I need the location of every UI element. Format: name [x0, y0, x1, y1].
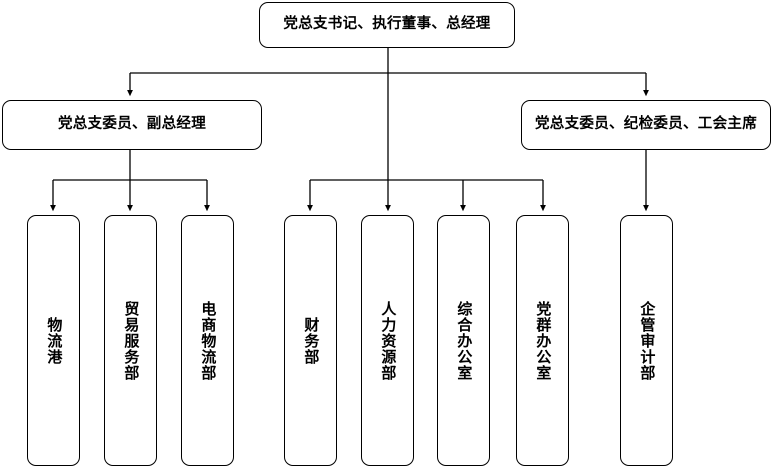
- node-vice-gm[interactable]: 党总支委员、副总经理: [2, 100, 262, 150]
- node-dept-general-office[interactable]: 综合办公室: [437, 215, 490, 466]
- node-top-leader[interactable]: 党总支书记、执行董事、总经理: [259, 2, 515, 48]
- node-dept-enterprise-audit[interactable]: 企管审计部: [620, 215, 673, 466]
- node-label: 党总支书记、执行董事、总经理: [283, 16, 491, 33]
- node-label: 物流港: [45, 316, 64, 365]
- node-label: 党总支委员、纪检委员、工会主席: [535, 116, 757, 133]
- node-label: 财务部: [302, 316, 321, 365]
- node-label: 党群办公室: [534, 300, 553, 381]
- node-dept-party-mass-office[interactable]: 党群办公室: [516, 215, 569, 466]
- node-dept-logistics-port[interactable]: 物流港: [27, 215, 80, 466]
- node-dept-trade-service[interactable]: 贸易服务部: [104, 215, 157, 466]
- node-dept-human-resources[interactable]: 人力资源部: [361, 215, 414, 466]
- node-label: 党总支委员、副总经理: [58, 116, 206, 133]
- node-discipline-union[interactable]: 党总支委员、纪检委员、工会主席: [521, 100, 771, 150]
- node-dept-ecommerce-logistics[interactable]: 电商物流部: [181, 215, 234, 466]
- node-label: 人力资源部: [379, 300, 398, 381]
- node-label: 综合办公室: [455, 300, 474, 381]
- connector-level2-bus: [127, 72, 649, 97]
- node-dept-finance[interactable]: 财务部: [284, 215, 337, 466]
- node-label: 企管审计部: [638, 300, 657, 381]
- node-label: 电商物流部: [199, 300, 218, 381]
- node-label: 贸易服务部: [122, 300, 141, 381]
- connector-middle-branch: [307, 179, 546, 212]
- connector-left-branch: [50, 150, 210, 212]
